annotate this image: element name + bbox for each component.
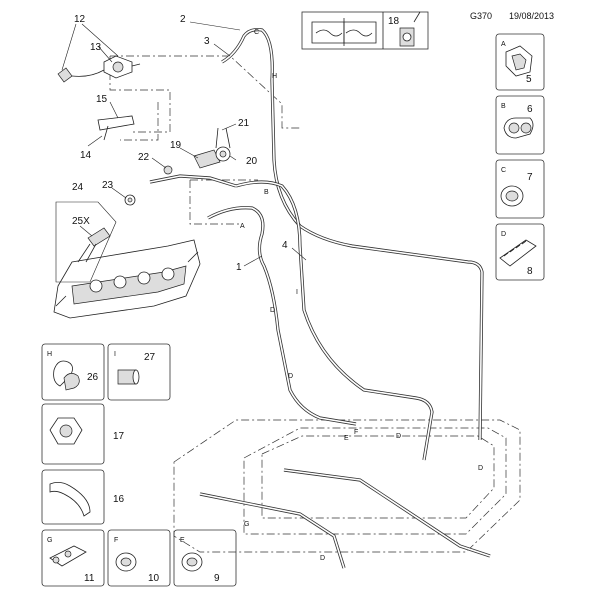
callout-18: 18 (388, 16, 400, 27)
pipe-4-route (235, 180, 434, 461)
clip-pos-b: B (264, 189, 269, 196)
cable-tie-icon (49, 482, 91, 517)
clip-pos-g: G (244, 521, 249, 528)
book-icon (311, 18, 377, 46)
callout-3: 3 (204, 36, 210, 47)
clip-pos-d1: D (270, 307, 275, 314)
callout-16: 16 (113, 494, 125, 505)
callout-5: 5 (526, 74, 532, 85)
clip-pos-h: H (272, 73, 277, 80)
clip-pos-a: A (240, 223, 245, 230)
pipe-2-route (221, 28, 484, 441)
detail-letter-a: A (501, 41, 506, 48)
callout-2: 2 (180, 14, 186, 25)
leader-lines (61, 21, 307, 267)
detail-box-c: C 7 (495, 159, 545, 219)
callout-1: 1 (236, 262, 242, 273)
clip-pos-c: C (254, 29, 259, 36)
callout-24: 24 (72, 182, 84, 193)
detail-letter-i: I (114, 351, 116, 358)
detail-box-h: H 26 (41, 343, 105, 401)
dashed-outline-top (109, 55, 300, 141)
diagram-date: 19/08/2013 (509, 11, 554, 21)
detail-letter-d: D (501, 231, 506, 238)
detail-letter-e: E (180, 537, 185, 544)
clip-pos-d5: D (320, 555, 325, 562)
clip-d-icon (499, 239, 537, 267)
detail-box-17: 17 (41, 403, 125, 465)
detail-box-d: D 8 (495, 223, 545, 281)
diagram-code: G370 (470, 11, 492, 21)
callout-14: 14 (80, 150, 92, 161)
callout-10: 10 (148, 573, 160, 584)
manual-box: 18 (301, 11, 429, 50)
callout-23: 23 (102, 180, 114, 191)
callout-19: 19 (170, 140, 182, 151)
dashed-outline-center (189, 179, 258, 225)
fitting-23 (124, 194, 136, 206)
frame-24 (55, 201, 117, 283)
callout-9: 9 (214, 573, 220, 584)
clip-pos-d3: D (396, 433, 401, 440)
callout-22: 22 (138, 152, 150, 163)
detail-box-g: G 11 (41, 529, 105, 587)
callout-7: 7 (527, 172, 533, 183)
detail-box-e: E 9 (173, 529, 237, 587)
clip-pos-d2: D (288, 373, 293, 380)
sensor-25x (77, 227, 111, 263)
callout-17: 17 (113, 431, 125, 442)
detail-box-a: A 5 (495, 33, 545, 91)
clip-pos-f: F (354, 429, 358, 436)
callout-21: 21 (238, 118, 250, 129)
callout-26: 26 (87, 372, 99, 383)
callout-12: 12 (74, 14, 86, 25)
detail-letter-f: F (114, 537, 118, 544)
detail-box-16: 16 (41, 469, 125, 525)
clip-h-icon (53, 360, 73, 387)
callout-6: 6 (527, 104, 533, 115)
detail-letter-c: C (501, 167, 506, 174)
detail-box-b: B 6 (495, 95, 545, 155)
manifold-assembly (53, 239, 201, 319)
bracket-14 (97, 115, 135, 141)
sensor-assembly-12 (57, 55, 141, 83)
callout-11: 11 (84, 573, 95, 584)
callout-15: 15 (96, 94, 108, 105)
clip-pos-i: I (296, 289, 298, 296)
callout-25x: 25X (72, 216, 90, 227)
detail-letter-g: G (47, 537, 52, 544)
callout-8: 8 (527, 266, 533, 277)
clip-pos-e: E (344, 435, 349, 442)
connector-19 (193, 127, 231, 169)
fitting-18-icon (399, 11, 421, 47)
pipe-lower-long (283, 468, 491, 558)
detail-letter-b: B (501, 103, 506, 110)
detail-box-f: F 10 (107, 529, 171, 587)
callout-4: 4 (282, 240, 288, 251)
pipe-branch-b (149, 174, 237, 188)
callout-27: 27 (144, 352, 156, 363)
pipe-lower-g (199, 492, 346, 569)
callout-20: 20 (246, 156, 258, 167)
clip-pos-d4: D (478, 465, 483, 472)
callout-13: 13 (90, 42, 102, 53)
detail-letter-h: H (47, 351, 52, 358)
detail-box-i: I 27 (107, 343, 171, 401)
